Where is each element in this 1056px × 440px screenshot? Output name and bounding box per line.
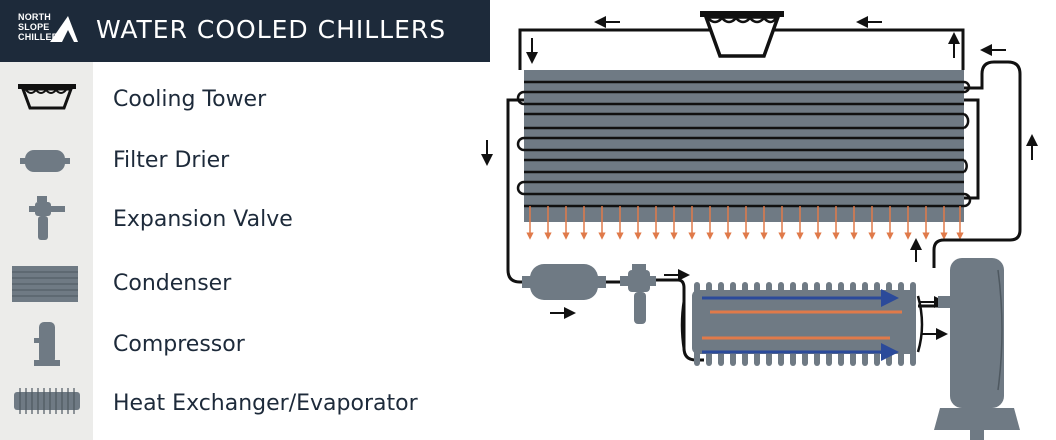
logo-line: NORTH [18, 12, 51, 22]
logo-line: CHILLERS [18, 32, 65, 42]
diagram-condenser [516, 70, 972, 240]
legend-label-expansion-valve: Expansion Valve [113, 207, 293, 232]
diagram-cooling-tower [700, 11, 784, 58]
legend-label-compressor: Compressor [113, 332, 245, 357]
logo-line: SLOPE [18, 22, 50, 32]
header-bar: NORTH SLOPE CHILLERS WATER COOLED CHILLE… [0, 0, 490, 62]
page-title: WATER COOLED CHILLERS [96, 15, 447, 44]
chiller-diagram [481, 11, 1038, 440]
filter-drier-icon [20, 150, 70, 172]
legend-label-condenser: Condenser [113, 271, 232, 296]
expansion-valve-icon [29, 196, 65, 240]
cooling-water-loop [518, 28, 965, 70]
diagram-expansion-valve [620, 264, 656, 324]
heat-exchanger-icon [14, 388, 80, 414]
brand-logo: NORTH SLOPE CHILLERS [18, 12, 80, 48]
heat-rejection-arrows [526, 206, 964, 240]
mountain-icon [50, 16, 78, 42]
compressor-icon [34, 322, 60, 366]
cooling-tower-icon [18, 84, 76, 110]
diagram-evaporator [680, 282, 924, 366]
legend-icon-column [0, 62, 93, 440]
legend-label-heat-exchanger: Heat Exchanger/Evaporator [113, 391, 418, 416]
legend-label-filter-drier: Filter Drier [113, 148, 230, 173]
flow-arrows [481, 16, 1038, 340]
condenser-icon [12, 266, 78, 302]
diagram-filter-drier [522, 264, 606, 300]
legend-label-cooling-tower: Cooling Tower [113, 87, 267, 112]
diagram-compressor [934, 258, 1020, 440]
